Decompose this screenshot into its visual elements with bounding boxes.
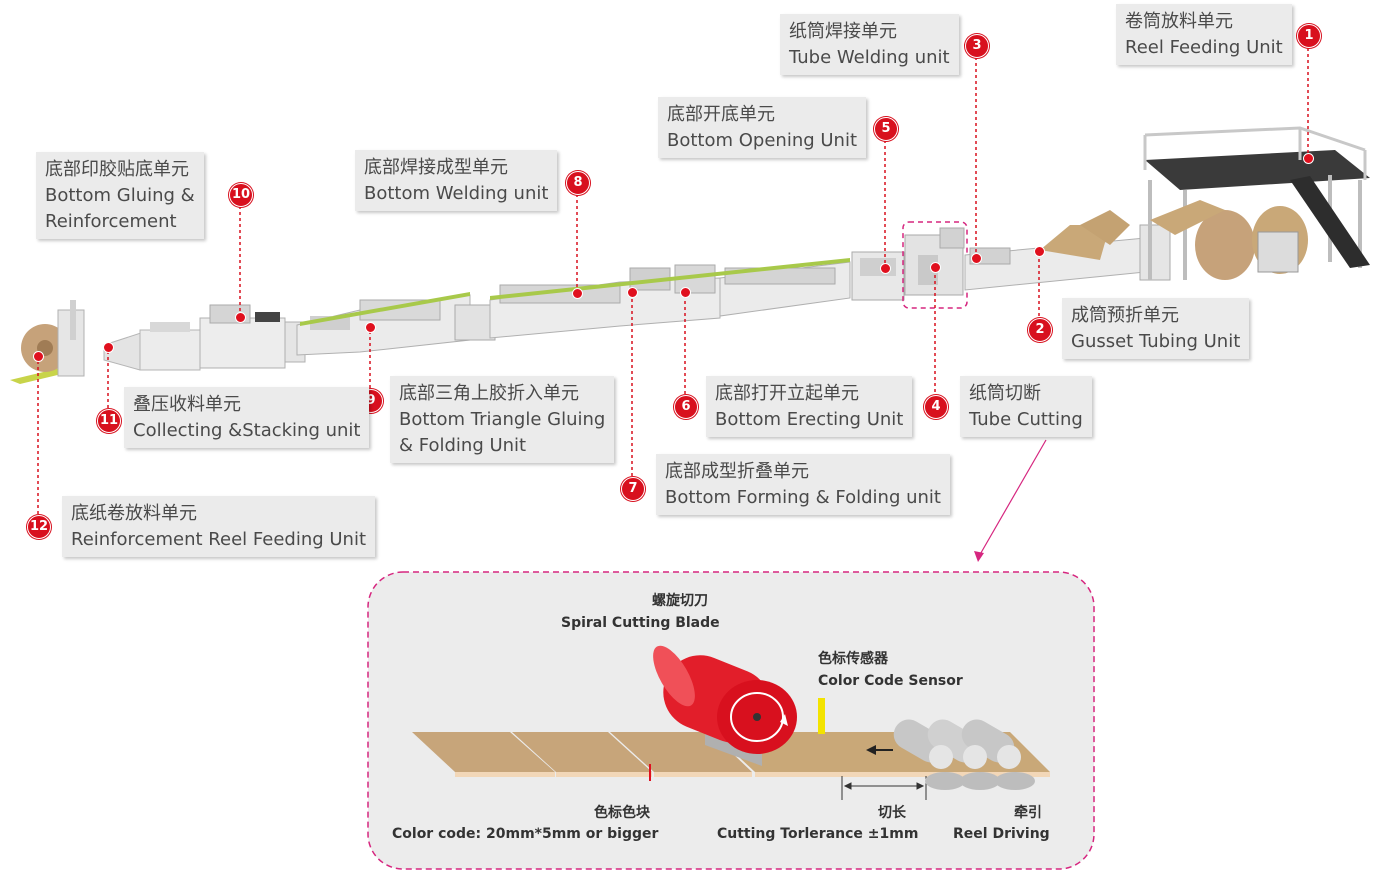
unit-badge-8: 8 [566, 171, 590, 195]
unit-label-4-en: Tube Cutting [969, 409, 1083, 430]
unit-label-10-en: Bottom Gluing & [45, 185, 195, 206]
mark-dot-2 [1034, 246, 1045, 257]
unit-label-9-cn: 底部三角上胶折入单元 [399, 383, 579, 404]
unit-label-5: 底部开底单元 Bottom Opening Unit [658, 97, 867, 158]
unit-label-4: 纸筒切断 Tube Cutting [960, 376, 1092, 437]
colorcode-label-en: Color code: 20mm*5mm or bigger [392, 826, 659, 842]
opening-unit [851, 251, 905, 301]
mark-dot-9 [365, 322, 376, 333]
stacking-unit [103, 322, 201, 371]
tolerance-label-cn: 切长 [878, 805, 906, 821]
unit-label-2-en: Gusset Tubing Unit [1071, 331, 1241, 352]
unit-label-11: 叠压收料单元 Collecting &Stacking unit [124, 387, 370, 448]
unit-label-12-cn: 底纸卷放料单元 [71, 503, 197, 524]
mark-dot-6 [680, 287, 691, 298]
unit-label-7-cn: 底部成型折叠单元 [665, 461, 809, 482]
mark-dot-3 [971, 253, 982, 264]
reel-driving-label-en: Reel Driving [953, 826, 1050, 842]
unit-label-7: 底部成型折叠单元 Bottom Forming & Folding unit [656, 454, 950, 515]
unit-label-1-cn: 卷筒放料单元 [1125, 11, 1233, 32]
unit-badge-3: 3 [965, 34, 989, 58]
unit-badge-1: 1 [1297, 24, 1321, 48]
unit-label-5-cn: 底部开底单元 [667, 104, 775, 125]
unit-label-9: 底部三角上胶折入单元 Bottom Triangle Gluing & Fold… [390, 376, 615, 463]
unit-badge-2: 2 [1028, 318, 1052, 342]
unit-label-8-cn: 底部焊接成型单元 [364, 157, 508, 178]
color-code-sensor [818, 698, 825, 734]
unit-label-2-cn: 成筒预折单元 [1071, 305, 1179, 326]
unit-label-11-en: Collecting &Stacking unit [133, 420, 361, 441]
unit-label-10: 底部印胶贴底单元 Bottom Gluing & Reinforcement [36, 152, 204, 239]
unit-badge-12: 12 [27, 515, 51, 539]
unit-label-7-en: Bottom Forming & Folding unit [665, 487, 941, 508]
mark-dot-12 [33, 351, 44, 362]
unit-badge-6: 6 [674, 395, 698, 419]
unit-label-11-cn: 叠压收料单元 [133, 394, 241, 415]
unit-label-10-cn: 底部印胶贴底单元 [45, 159, 189, 180]
unit-label-3-cn: 纸筒焊接单元 [789, 21, 897, 42]
colorcode-label-cn: 色标色块 [594, 805, 650, 821]
unit-label-10-en2: Reinforcement [45, 211, 177, 232]
unit-badge-11: 11 [97, 409, 121, 433]
tubing-section [964, 210, 1171, 291]
unit-label-8: 底部焊接成型单元 Bottom Welding unit [355, 150, 558, 211]
unit-badge-5: 5 [874, 117, 898, 141]
unit-label-5-en: Bottom Opening Unit [667, 130, 858, 151]
unit-label-4-cn: 纸筒切断 [969, 383, 1041, 404]
tolerance-label-en: Cutting Torlerance ±1mm [717, 826, 919, 842]
spiral-cutting-blade [653, 645, 797, 766]
mark-dot-11 [103, 342, 114, 353]
mark-dot-4 [930, 262, 941, 273]
unit-label-8-en: Bottom Welding unit [364, 183, 549, 204]
forming-section [489, 258, 851, 339]
gluing-unit [199, 304, 306, 369]
mark-dot-8 [572, 288, 583, 299]
unit-label-3-en: Tube Welding unit [789, 47, 950, 68]
unit-label-9-en: Bottom Triangle Gluing [399, 409, 606, 430]
blade-label-cn: 螺旋切刀 [652, 593, 708, 609]
unit-badge-7: 7 [621, 477, 645, 501]
feed-direction-arrow [866, 745, 893, 755]
unit-label-1: 卷筒放料单元 Reel Feeding Unit [1116, 4, 1292, 65]
reel-feeding-platform [1143, 126, 1370, 280]
unit-label-3: 纸筒焊接单元 Tube Welding unit [780, 14, 959, 75]
reel-driving-label-cn: 牵引 [1014, 805, 1042, 821]
unit-badge-10: 10 [229, 183, 253, 207]
unit-label-12-en: Reinforcement Reel Feeding Unit [71, 529, 367, 550]
mark-dot-10 [235, 312, 246, 323]
unit-badge-4: 4 [924, 395, 948, 419]
sensor-label-en: Color Code Sensor [818, 673, 963, 689]
unit-label-6: 底部打开立起单元 Bottom Erecting Unit [706, 376, 913, 437]
unit-label-6-cn: 底部打开立起单元 [715, 383, 859, 404]
unit-label-9-en2: & Folding Unit [399, 435, 527, 456]
unit-label-6-en: Bottom Erecting Unit [715, 409, 904, 430]
unit-label-1-en: Reel Feeding Unit [1125, 37, 1283, 58]
detail-arrow [974, 439, 1047, 562]
unit-label-12: 底纸卷放料单元 Reinforcement Reel Feeding Unit [62, 496, 376, 557]
reel-driving-rollers [893, 719, 1035, 790]
sensor-label-cn: 色标传感器 [818, 651, 888, 667]
mark-dot-7 [627, 287, 638, 298]
blade-label-en: Spiral Cutting Blade [561, 615, 720, 631]
reinforcement-reel [10, 300, 85, 384]
mark-dot-1 [1303, 153, 1314, 164]
triangle-gluing-unit [296, 292, 496, 356]
mark-dot-5 [880, 263, 891, 274]
unit-label-2: 成筒预折单元 Gusset Tubing Unit [1062, 298, 1250, 359]
